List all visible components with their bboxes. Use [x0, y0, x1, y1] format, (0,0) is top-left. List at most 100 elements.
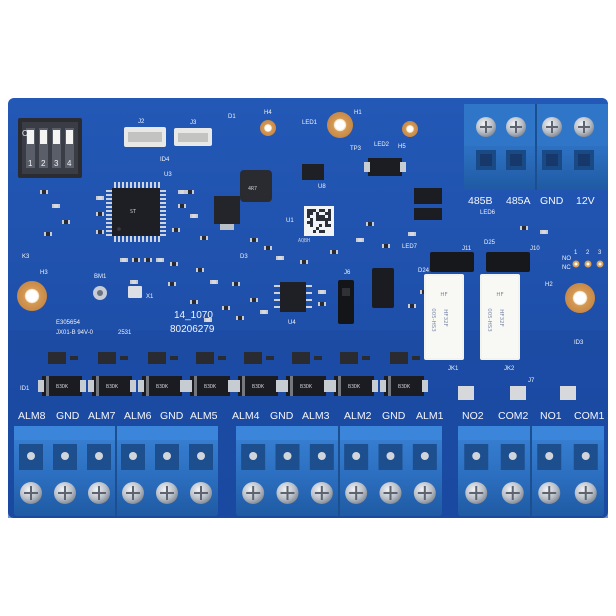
dip-number: 1: [28, 159, 33, 168]
chip-u8: [302, 164, 324, 180]
mounting-hole-h3: [17, 281, 47, 311]
relay-brand: HF: [496, 292, 503, 298]
terminal-clamp: [317, 452, 326, 460]
label-id3: ID3: [574, 340, 584, 346]
label-led1: LED1: [302, 120, 318, 126]
terminal-clamp: [163, 452, 171, 460]
terminal-clamp: [197, 452, 205, 460]
mcu-chip: ST: [106, 182, 166, 242]
smd-diode: B3DK: [330, 376, 378, 396]
label-id4: ID4: [160, 157, 170, 163]
terminal-clamp: [129, 452, 137, 460]
terminal-clamp: [283, 452, 292, 460]
label-u3: U3: [164, 172, 172, 178]
terminal-clamp: [545, 452, 554, 460]
relay-code: 005-HS3: [486, 308, 492, 332]
label-j3: J3: [190, 120, 197, 126]
top-terminal-block: [464, 104, 608, 190]
sot-part: [292, 352, 310, 364]
bottom-terminal-label: ALM7: [88, 410, 116, 422]
top-terminal-label: 485B: [468, 195, 493, 207]
fuse-part: [510, 386, 526, 400]
label-led7: LED7: [402, 244, 418, 250]
bottom-terminal-label: ALM4: [232, 410, 260, 422]
terminal-clamp: [581, 452, 590, 460]
bottom-terminal-label: ALM1: [416, 410, 444, 422]
bottom-terminal-label: NO2: [462, 410, 484, 422]
label-h5: H5: [398, 144, 406, 150]
terminal-clamp: [386, 452, 395, 460]
smd-diode: B3DK: [282, 376, 330, 396]
smd-diode: B3DK: [234, 376, 282, 396]
dip-switch: [18, 118, 82, 178]
bottom-terminal-label: GND: [382, 410, 406, 422]
diode-mark: B3DK: [252, 384, 264, 390]
diode-large: [372, 268, 394, 308]
inductor-4r7: 4R7: [240, 170, 272, 202]
diode-mark: B3DK: [348, 384, 360, 390]
bottom-terminal-label: ALM2: [344, 410, 372, 422]
mounting-hole-h4: [260, 120, 276, 136]
mounting-hole-h2: [565, 283, 595, 313]
label-bm1: BM1: [94, 274, 107, 280]
header-j3: [174, 128, 212, 146]
dip-slot: [39, 128, 48, 168]
label-tp3: TP3: [350, 146, 362, 152]
label-d1: D1: [228, 114, 236, 120]
bottom-terminal-label: GND: [56, 410, 80, 422]
dip-on-label: ON: [22, 129, 34, 138]
label-jk1: JK1: [448, 366, 459, 372]
relay-jumper-j11: [430, 252, 474, 272]
bottom-terminal-label: GND: [270, 410, 294, 422]
date-code-text: 2531: [118, 330, 132, 336]
bottom-terminal-label: ALM6: [124, 410, 152, 422]
smd-diode-2: [414, 188, 442, 220]
sot-part: [244, 352, 262, 364]
sot-part: [390, 352, 408, 364]
sot-part: [196, 352, 214, 364]
fuse-part: [560, 386, 576, 400]
bottom-terminal-label: GND: [160, 410, 184, 422]
bottom-terminal-label: COM1: [574, 410, 604, 422]
diode-mark: B3DK: [300, 384, 312, 390]
label-no: NO: [562, 256, 571, 262]
smd-diode-1: [364, 158, 406, 176]
mounting-hole-h5: [402, 121, 418, 137]
mounting-hole-h1: [327, 112, 353, 138]
bottom-terminal-block: [236, 426, 442, 516]
label-d25: D25: [484, 240, 496, 246]
relay-brand: HF: [440, 292, 447, 298]
dip-knob: [40, 130, 47, 144]
label-h1: H1: [354, 110, 362, 116]
qr-code-sticker: AQBH: [298, 206, 334, 244]
fuse-part: [458, 386, 474, 400]
cert-text: E305654: [56, 320, 81, 326]
label-id1: ID1: [20, 386, 30, 392]
header-pin-number: 3: [598, 250, 602, 256]
terminal-clamp: [508, 452, 517, 460]
relay-model: HF32F: [442, 309, 448, 326]
dip-slot: [52, 128, 61, 168]
bottom-terminal-block: [458, 426, 604, 516]
test-point-bm1: [93, 286, 107, 300]
smd-diode: B3DK: [138, 376, 186, 396]
dip-slot: [26, 128, 35, 168]
smd-diode: B3DK: [380, 376, 428, 396]
label-k3: K3: [22, 254, 30, 260]
diode-mark: B3DK: [398, 384, 410, 390]
sot-part: [98, 352, 116, 364]
bottom-terminal-label: COM2: [498, 410, 528, 422]
top-terminal-label: 12V: [576, 195, 595, 207]
relay-jumper-j10: [486, 252, 530, 272]
header-pin-number: 2: [586, 250, 590, 256]
bottom-terminal-label: ALM8: [18, 410, 46, 422]
diode-mark: B3DK: [106, 384, 118, 390]
dip-slot: [65, 128, 74, 168]
label-j2: J2: [138, 119, 145, 125]
label-nc: NC: [562, 265, 571, 271]
label-led2: LED2: [374, 142, 390, 148]
terminal-clamp: [249, 452, 258, 460]
label-h2: H2: [545, 282, 553, 288]
